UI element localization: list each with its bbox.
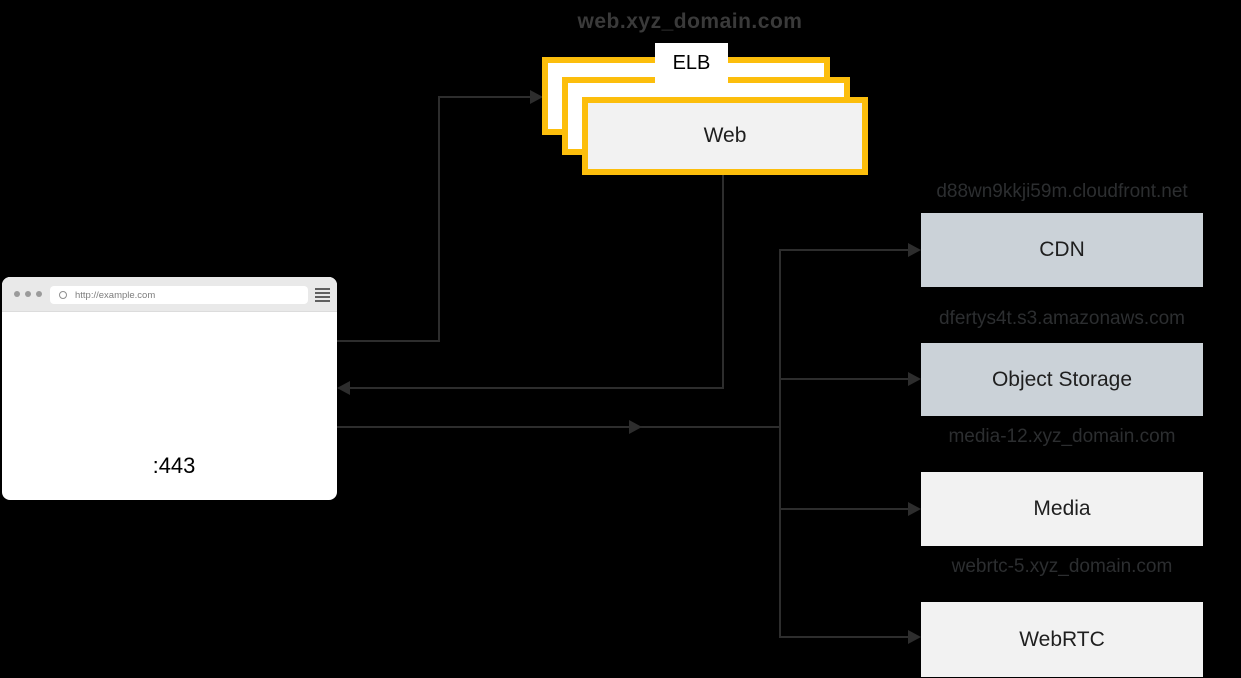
- media-domain-label: media-12.xyz_domain.com: [948, 426, 1176, 447]
- arrowhead-into-elb: [530, 90, 543, 104]
- services-trunk-line: [779, 249, 781, 638]
- window-control-dots-icon: [14, 291, 42, 297]
- webrtc-domain-label: webrtc-5.xyz_domain.com: [951, 556, 1173, 577]
- arrowhead-mid-fanout: [629, 420, 642, 434]
- object-storage-domain-label: dfertys4t.s3.amazonaws.com: [938, 308, 1186, 329]
- url-text: http://example.com: [75, 289, 156, 301]
- object-storage-node-label: Object Storage: [991, 367, 1133, 391]
- cdn-node-label: CDN: [1039, 238, 1085, 261]
- media-node-label: Media: [1033, 497, 1091, 520]
- web-domain-title: web.xyz_domain.com: [577, 10, 803, 33]
- media-node: Media: [921, 472, 1203, 546]
- browser-window: http://example.com :443: [2, 277, 337, 500]
- browser-toolbar: http://example.com: [2, 277, 337, 312]
- branch-to-object-storage: [779, 378, 908, 380]
- webrtc-node: WebRTC: [921, 602, 1203, 677]
- arrow-browser-to-elb-entry: [438, 96, 530, 98]
- web-server-node: Web: [582, 97, 868, 175]
- window-dot-icon: [14, 291, 20, 297]
- branch-to-webrtc: [779, 636, 908, 638]
- cdn-node: CDN: [921, 213, 1203, 287]
- branch-to-media: [779, 508, 908, 510]
- branch-to-cdn: [779, 249, 908, 251]
- arrow-web-return-vertical: [722, 175, 724, 389]
- arrow-browser-to-services: [337, 426, 781, 428]
- port-label: :443: [135, 445, 213, 487]
- elb-tag-label: ELB: [672, 52, 711, 74]
- arrowhead-into-object-storage: [908, 372, 921, 386]
- url-bar: http://example.com: [50, 286, 308, 304]
- web-node-label: Web: [703, 124, 747, 147]
- elb-tag: ELB: [655, 43, 728, 84]
- arrow-browser-to-elb-vertical: [438, 96, 440, 342]
- reload-icon: [59, 291, 67, 299]
- window-dot-icon: [36, 291, 42, 297]
- arrowhead-into-browser: [337, 381, 350, 395]
- object-storage-node: Object Storage: [921, 343, 1203, 416]
- webrtc-node-label: WebRTC: [1019, 627, 1105, 651]
- arrowhead-into-media: [908, 502, 921, 516]
- menu-icon: [315, 288, 330, 302]
- arrowhead-into-cdn: [908, 243, 921, 257]
- arrow-browser-to-elb-horizontal: [337, 340, 440, 342]
- arrowhead-into-webrtc: [908, 630, 921, 644]
- cdn-domain-label: d88wn9kkji59m.cloudfront.net: [936, 181, 1188, 202]
- window-dot-icon: [25, 291, 31, 297]
- arrow-web-return-horizontal: [350, 387, 723, 389]
